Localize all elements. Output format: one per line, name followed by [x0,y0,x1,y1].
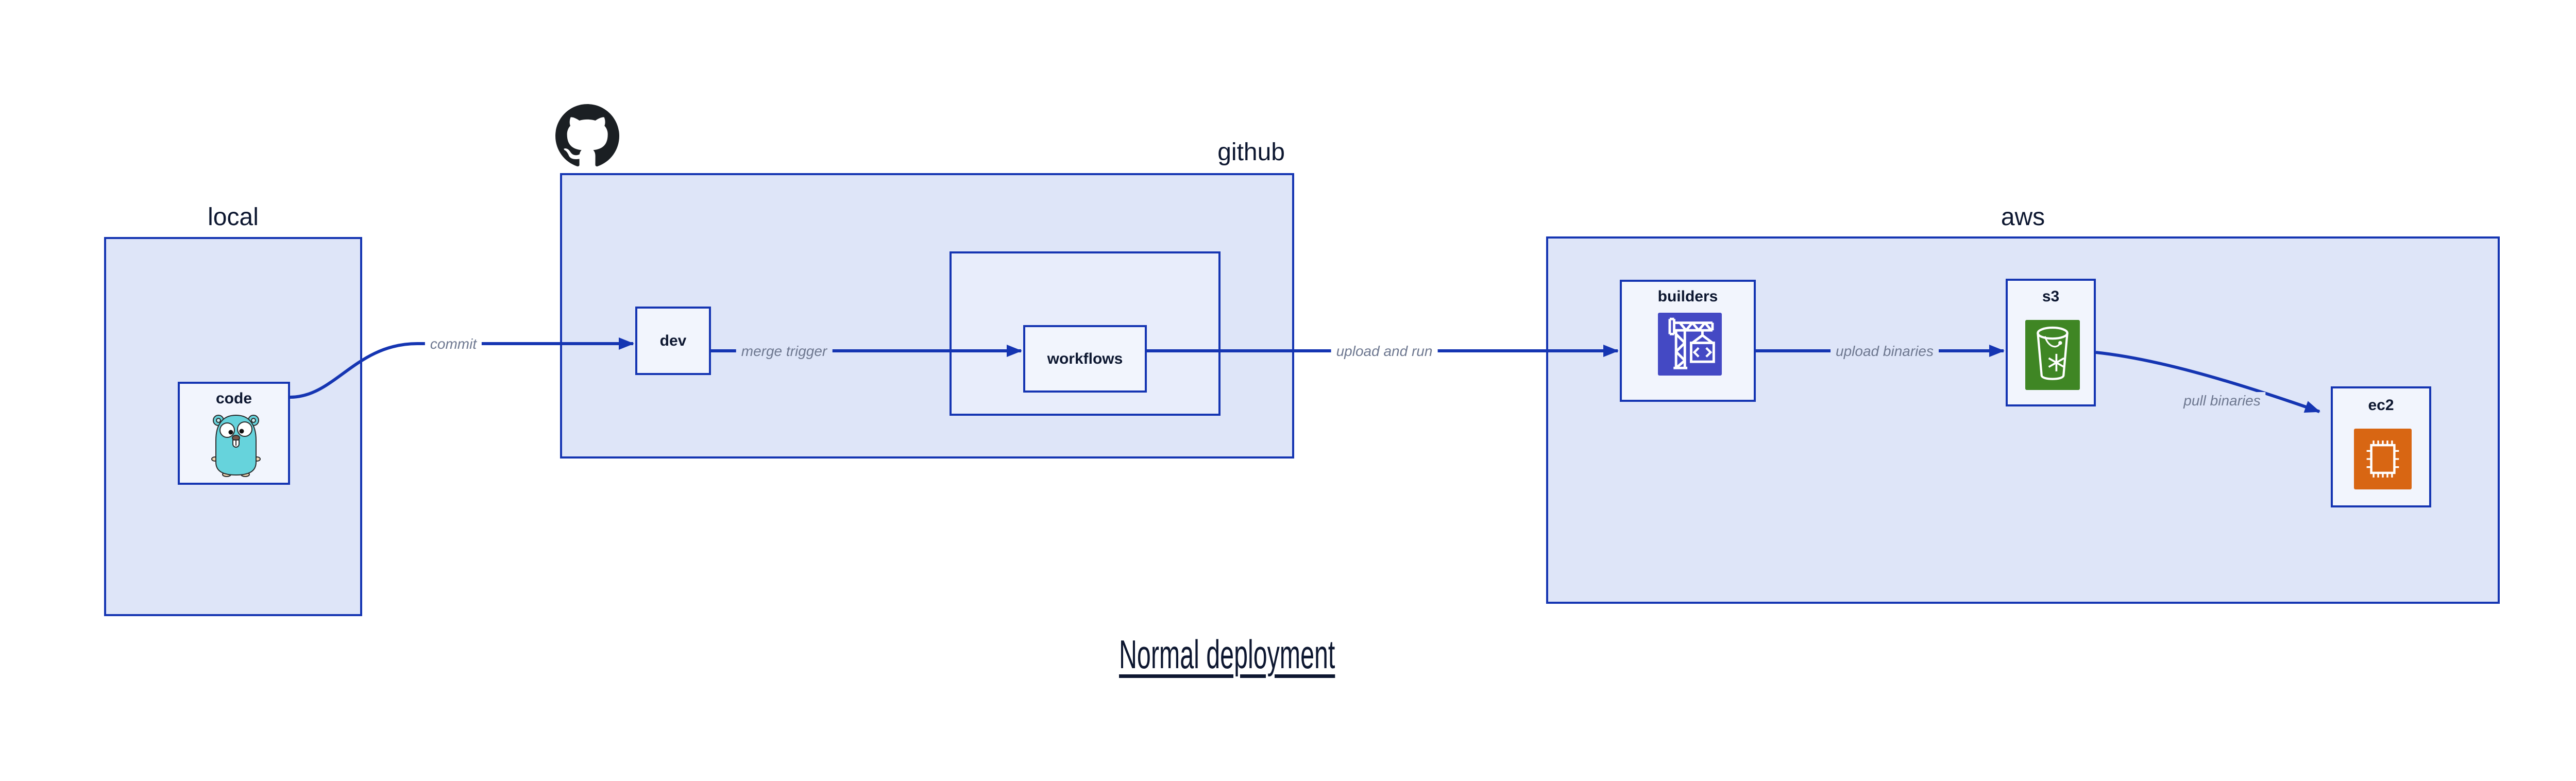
node-ec2-label: ec2 [2368,397,2394,414]
edge-label-pull-binaries: pull binaries [2178,392,2266,410]
node-workflows-label: workflows [1047,350,1123,367]
s3-bucket-snowflake-icon [2025,320,2080,390]
edge-label-merge-trigger: merge trigger [736,343,833,360]
codebuild-crane-icon [1658,313,1722,376]
ec2-chip-icon [2354,429,2412,489]
node-code: code [178,382,290,485]
node-workflows: workflows [1023,325,1147,393]
node-builders: builders [1620,280,1756,402]
github-octocat-icon [555,104,619,168]
node-builders-label: builders [1657,288,1718,305]
edge-label-commit: commit [425,335,482,353]
go-gopher-icon [210,412,262,478]
node-s3-label: s3 [2042,288,2060,305]
node-code-label: code [215,390,252,407]
diagram-title: Normal deployment [1119,632,1335,677]
node-dev: dev [635,307,711,375]
edge-label-upload-binaries: upload binaries [1831,343,1939,360]
local-container-label: local [208,203,259,231]
node-ec2: ec2 [2331,386,2431,507]
aws-container-label: aws [2001,203,2045,231]
node-s3: s3 [2006,279,2096,406]
github-container-label: github [1217,139,1285,166]
edge-label-upload-and-run: upload and run [1331,343,1438,360]
node-dev-label: dev [659,332,687,349]
